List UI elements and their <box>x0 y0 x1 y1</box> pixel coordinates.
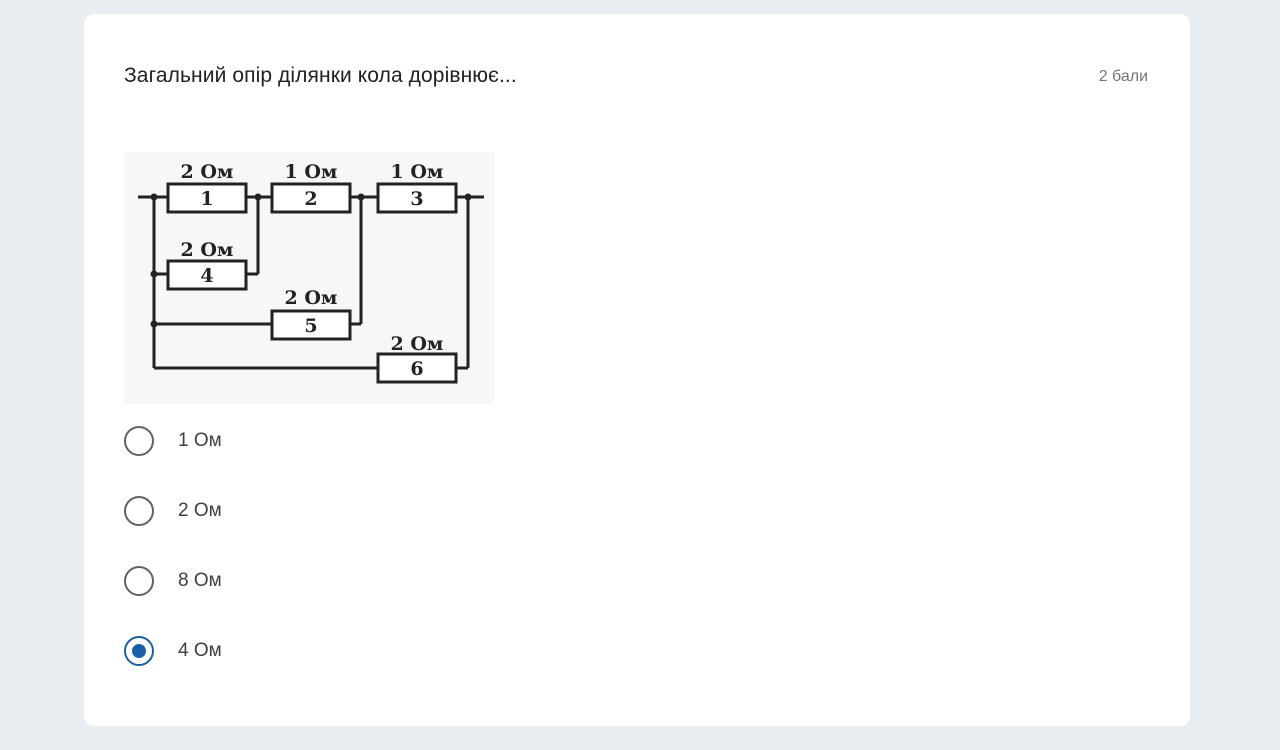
resistor-3-number: 3 <box>410 188 423 210</box>
option-label: 8 Ом <box>178 570 222 591</box>
answer-options: 1 Ом 2 Ом 8 Ом 4 Ом <box>124 426 222 706</box>
resistor-3 <box>376 182 458 214</box>
resistor-5-value: 2 Ом <box>285 287 338 309</box>
radio-button[interactable] <box>124 496 154 526</box>
resistor-4-value: 2 Ом <box>181 239 234 261</box>
resistor-4-number: 4 <box>200 265 213 287</box>
resistor-6 <box>376 352 458 384</box>
radio-button-selected[interactable] <box>124 636 154 666</box>
option-1-ohm[interactable]: 1 Ом <box>124 426 222 496</box>
resistor-5 <box>270 309 352 341</box>
points-label: 2 бали <box>1098 68 1148 85</box>
resistor-2-number: 2 <box>304 188 317 210</box>
resistor-2-value: 1 Ом <box>285 161 338 183</box>
option-2-ohm[interactable]: 2 Ом <box>124 496 222 566</box>
option-4-ohm[interactable]: 4 Ом <box>124 636 222 706</box>
resistor-1-number: 1 <box>200 188 213 210</box>
resistor-6-number: 6 <box>410 358 423 380</box>
resistor-4 <box>166 259 248 291</box>
question-title: Загальний опір ділянки кола дорівнює... <box>124 64 517 87</box>
resistor-1-value: 2 Ом <box>181 161 234 183</box>
resistor-2 <box>270 182 352 214</box>
resistor-3-value: 1 Ом <box>391 161 444 183</box>
option-label: 1 Ом <box>178 430 222 451</box>
radio-button[interactable] <box>124 426 154 456</box>
option-label: 4 Ом <box>178 640 222 661</box>
radio-button[interactable] <box>124 566 154 596</box>
option-label: 2 Ом <box>178 500 222 521</box>
circuit-svg: 2 Ом 1 Ом 1 Ом 2 Ом 2 Ом 2 Ом 1 2 3 4 5 … <box>138 161 484 384</box>
option-8-ohm[interactable]: 8 Ом <box>124 566 222 636</box>
resistor-6-value: 2 Ом <box>391 333 444 355</box>
resistor-1 <box>166 182 248 214</box>
question-card: Загальний опір ділянки кола дорівнює... … <box>84 14 1190 726</box>
resistor-5-number: 5 <box>304 315 317 337</box>
circuit-diagram: 2 Ом 1 Ом 1 Ом 2 Ом 2 Ом 2 Ом 1 2 3 4 5 … <box>124 152 494 404</box>
